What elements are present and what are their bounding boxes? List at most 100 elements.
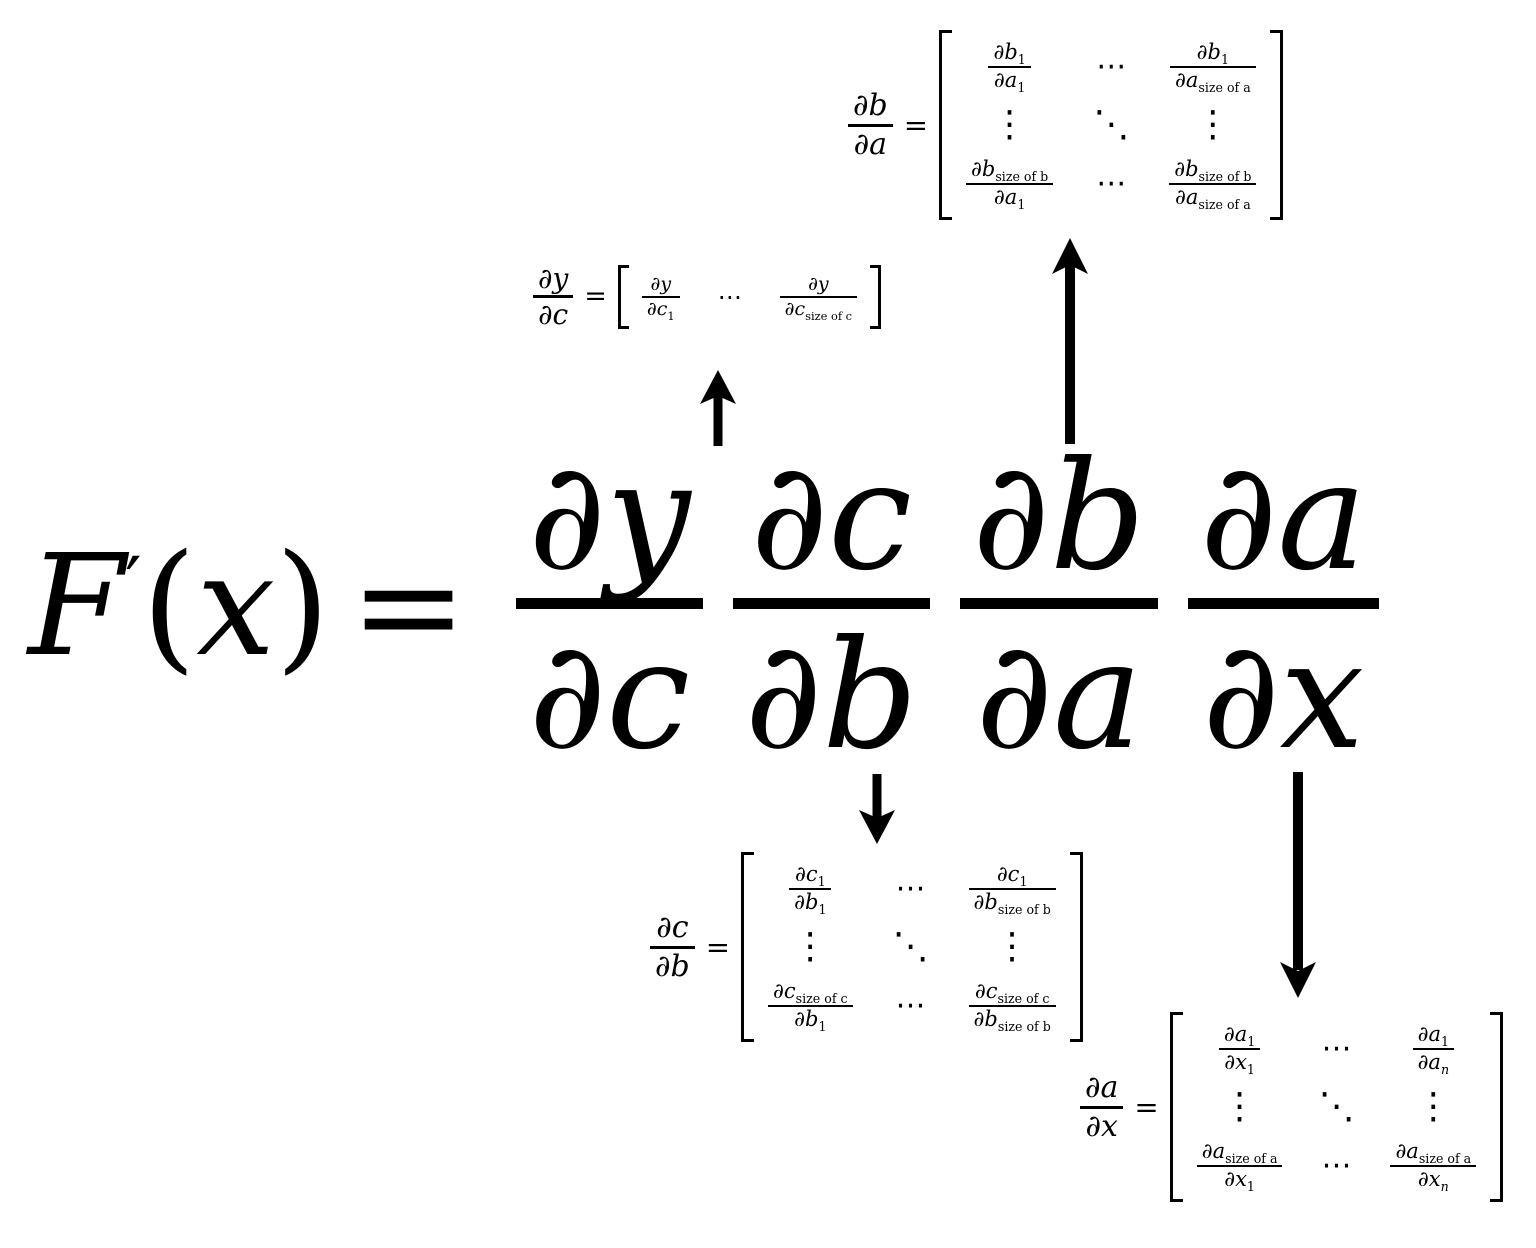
cell-num: ∂b xyxy=(1196,40,1221,64)
jacobian-matrix: ∂c1 ∂b1 ⋯ ∂c1 ∂bsize of b ⋮ ⋱ ⋮ ∂csize o… xyxy=(741,852,1083,1043)
vdots: ⋮ xyxy=(1194,104,1231,146)
matrix-cell: ∂csize of c ∂bsize of b xyxy=(968,979,1056,1033)
main-equation: F′(x) = ∂y ∂c ∂c ∂b ∂b ∂a ∂a ∂x xyxy=(28,442,1394,771)
fraction-bar xyxy=(1187,598,1379,609)
fraction-bar xyxy=(641,295,680,298)
matrix-cell: ∂asize of a ∂x1 xyxy=(1196,1139,1283,1194)
cell-num-sub: size of a xyxy=(1225,1151,1278,1167)
factor-numerator: ∂a xyxy=(1199,430,1367,604)
factor-numerator: ∂y xyxy=(528,430,691,604)
matrix-cell: ∂bsize of b ∂a1 xyxy=(966,157,1054,212)
label-numerator: ∂c xyxy=(656,909,689,945)
label-denominator: ∂b xyxy=(655,948,690,984)
cell-den: ∂x xyxy=(1417,1166,1441,1191)
cdots: ⋯ xyxy=(895,987,926,1023)
cell-num: ∂c xyxy=(974,979,998,1004)
left-paren: ( xyxy=(141,525,197,688)
cdots: ⋯ xyxy=(1321,1147,1352,1183)
left-bracket xyxy=(617,264,629,330)
vdots: ⋮ xyxy=(1221,1086,1258,1128)
eq-label-fraction: ∂y ∂c xyxy=(533,262,574,332)
right-paren: ) xyxy=(275,525,330,688)
eq-label-fraction: ∂a ∂x xyxy=(1080,1070,1124,1144)
matrix-cell: ∂asize of a ∂xn xyxy=(1390,1139,1477,1193)
function-symbol: F xyxy=(28,525,126,688)
fraction-bar xyxy=(848,123,893,127)
fraction-bar xyxy=(960,598,1158,609)
cell-den-sub: 1 xyxy=(667,308,675,323)
cell-den-sub: size of a xyxy=(1198,79,1251,95)
cell-num: ∂a xyxy=(1417,1022,1441,1046)
jacobian-matrix: ∂a1 ∂x1 ⋯ ∂a1 ∂an ⋮ ⋱ ⋮ ∂asize of a ∂x1 xyxy=(1169,1012,1504,1203)
cell-num: ∂b xyxy=(971,157,996,182)
cell-den-sub: 1 xyxy=(1246,1178,1255,1194)
fraction-bar xyxy=(533,295,574,299)
right-bracket xyxy=(1270,30,1284,221)
matrix-cell: ∂bsize of b ∂asize of a xyxy=(1169,157,1257,212)
cell-den-sub: size of a xyxy=(1198,196,1251,212)
factor-da-dx: ∂a ∂x xyxy=(1187,442,1379,771)
left-bracket xyxy=(1169,1012,1183,1203)
arrow-to-db-da-expansion-icon xyxy=(1052,238,1088,444)
cell-den: ∂a xyxy=(993,67,1018,92)
cell-den-sub: 1 xyxy=(818,901,827,917)
ddots: ⋱ xyxy=(1318,1086,1355,1128)
jacobian-matrix: ∂b1 ∂a1 ⋯ ∂b1 ∂asize of a ⋮ ⋱ ⋮ ∂bsize o… xyxy=(939,30,1284,221)
cell-num: ∂a xyxy=(1201,1139,1226,1164)
fraction-bar xyxy=(1218,1047,1261,1050)
equals-sign: = xyxy=(705,930,731,965)
label-denominator: ∂x xyxy=(1085,1108,1118,1144)
ddots: ⋱ xyxy=(1093,104,1130,146)
matrix-cell: ∂b1 ∂asize of a xyxy=(1169,40,1256,95)
cdots: ⋯ xyxy=(895,870,926,906)
vector-cell: ∂y ∂csize of c xyxy=(779,272,858,323)
fraction-bar xyxy=(516,598,703,609)
cell-num-sub: size of c xyxy=(795,991,848,1007)
cdots: ⋯ xyxy=(1096,165,1127,201)
ddots: ⋱ xyxy=(892,926,929,968)
vdots: ⋮ xyxy=(994,926,1031,968)
fraction-bar xyxy=(1196,1164,1283,1167)
cell-num: ∂c xyxy=(794,862,818,886)
cell-num: ∂a xyxy=(1395,1139,1419,1164)
eq-label-fraction: ∂b ∂a xyxy=(848,88,893,162)
fraction-bar xyxy=(966,182,1054,185)
factor-denominator: ∂x xyxy=(1202,609,1365,783)
fraction-bar xyxy=(988,65,1031,68)
cell-num: ∂c xyxy=(773,979,796,1004)
function-derivative-lhs: F′(x) xyxy=(28,525,330,688)
cell-num: ∂a xyxy=(1223,1022,1248,1046)
cell-num-sub: size of c xyxy=(997,991,1050,1007)
matrix-grid: ∂b1 ∂a1 ⋯ ∂b1 ∂asize of a ⋮ ⋱ ⋮ ∂bsize o… xyxy=(952,30,1270,220)
cell-num-sub: size of b xyxy=(1198,169,1252,185)
arrow-to-dy-dc-expansion-icon xyxy=(700,370,736,446)
label-denominator: ∂a xyxy=(853,126,888,162)
fraction-bar xyxy=(732,598,931,609)
cell-den: ∂b xyxy=(794,1006,819,1031)
cell-den: ∂b xyxy=(973,1006,998,1031)
vector-cell: ∂y ∂c1 xyxy=(641,272,680,323)
cdots: ⋯ xyxy=(717,282,742,311)
right-bracket xyxy=(1069,852,1083,1043)
cell-num: ∂c xyxy=(996,862,1020,886)
cell-num-sub: 1 xyxy=(1019,874,1028,890)
fraction-bar xyxy=(1169,65,1256,68)
vdots: ⋮ xyxy=(991,104,1028,146)
cell-den: ∂a xyxy=(1417,1049,1441,1074)
cdots: ⋯ xyxy=(1096,48,1127,84)
left-bracket xyxy=(939,30,953,221)
jacobian-eq-da-dx: ∂a ∂x = ∂a1 ∂x1 ⋯ ∂a1 ∂an ⋮ ⋱ xyxy=(1080,1012,1504,1203)
fraction-bar xyxy=(1080,1105,1124,1109)
cell-den-sub: size of c xyxy=(805,308,853,323)
vdots: ⋮ xyxy=(1415,1086,1452,1128)
vector-row: ∂y ∂c1 ⋯ ∂y ∂csize of c xyxy=(629,265,870,330)
cell-num: ∂b xyxy=(1174,157,1199,182)
cell-num: ∂y xyxy=(808,272,829,295)
fraction-bar xyxy=(650,945,695,949)
cell-num: ∂y xyxy=(650,272,672,295)
cell-den-sub: 1 xyxy=(1017,196,1026,212)
cell-den: ∂a xyxy=(1174,67,1199,92)
cell-num-sub: 1 xyxy=(1220,52,1229,68)
matrix-cell: ∂a1 ∂x1 xyxy=(1218,1022,1261,1076)
